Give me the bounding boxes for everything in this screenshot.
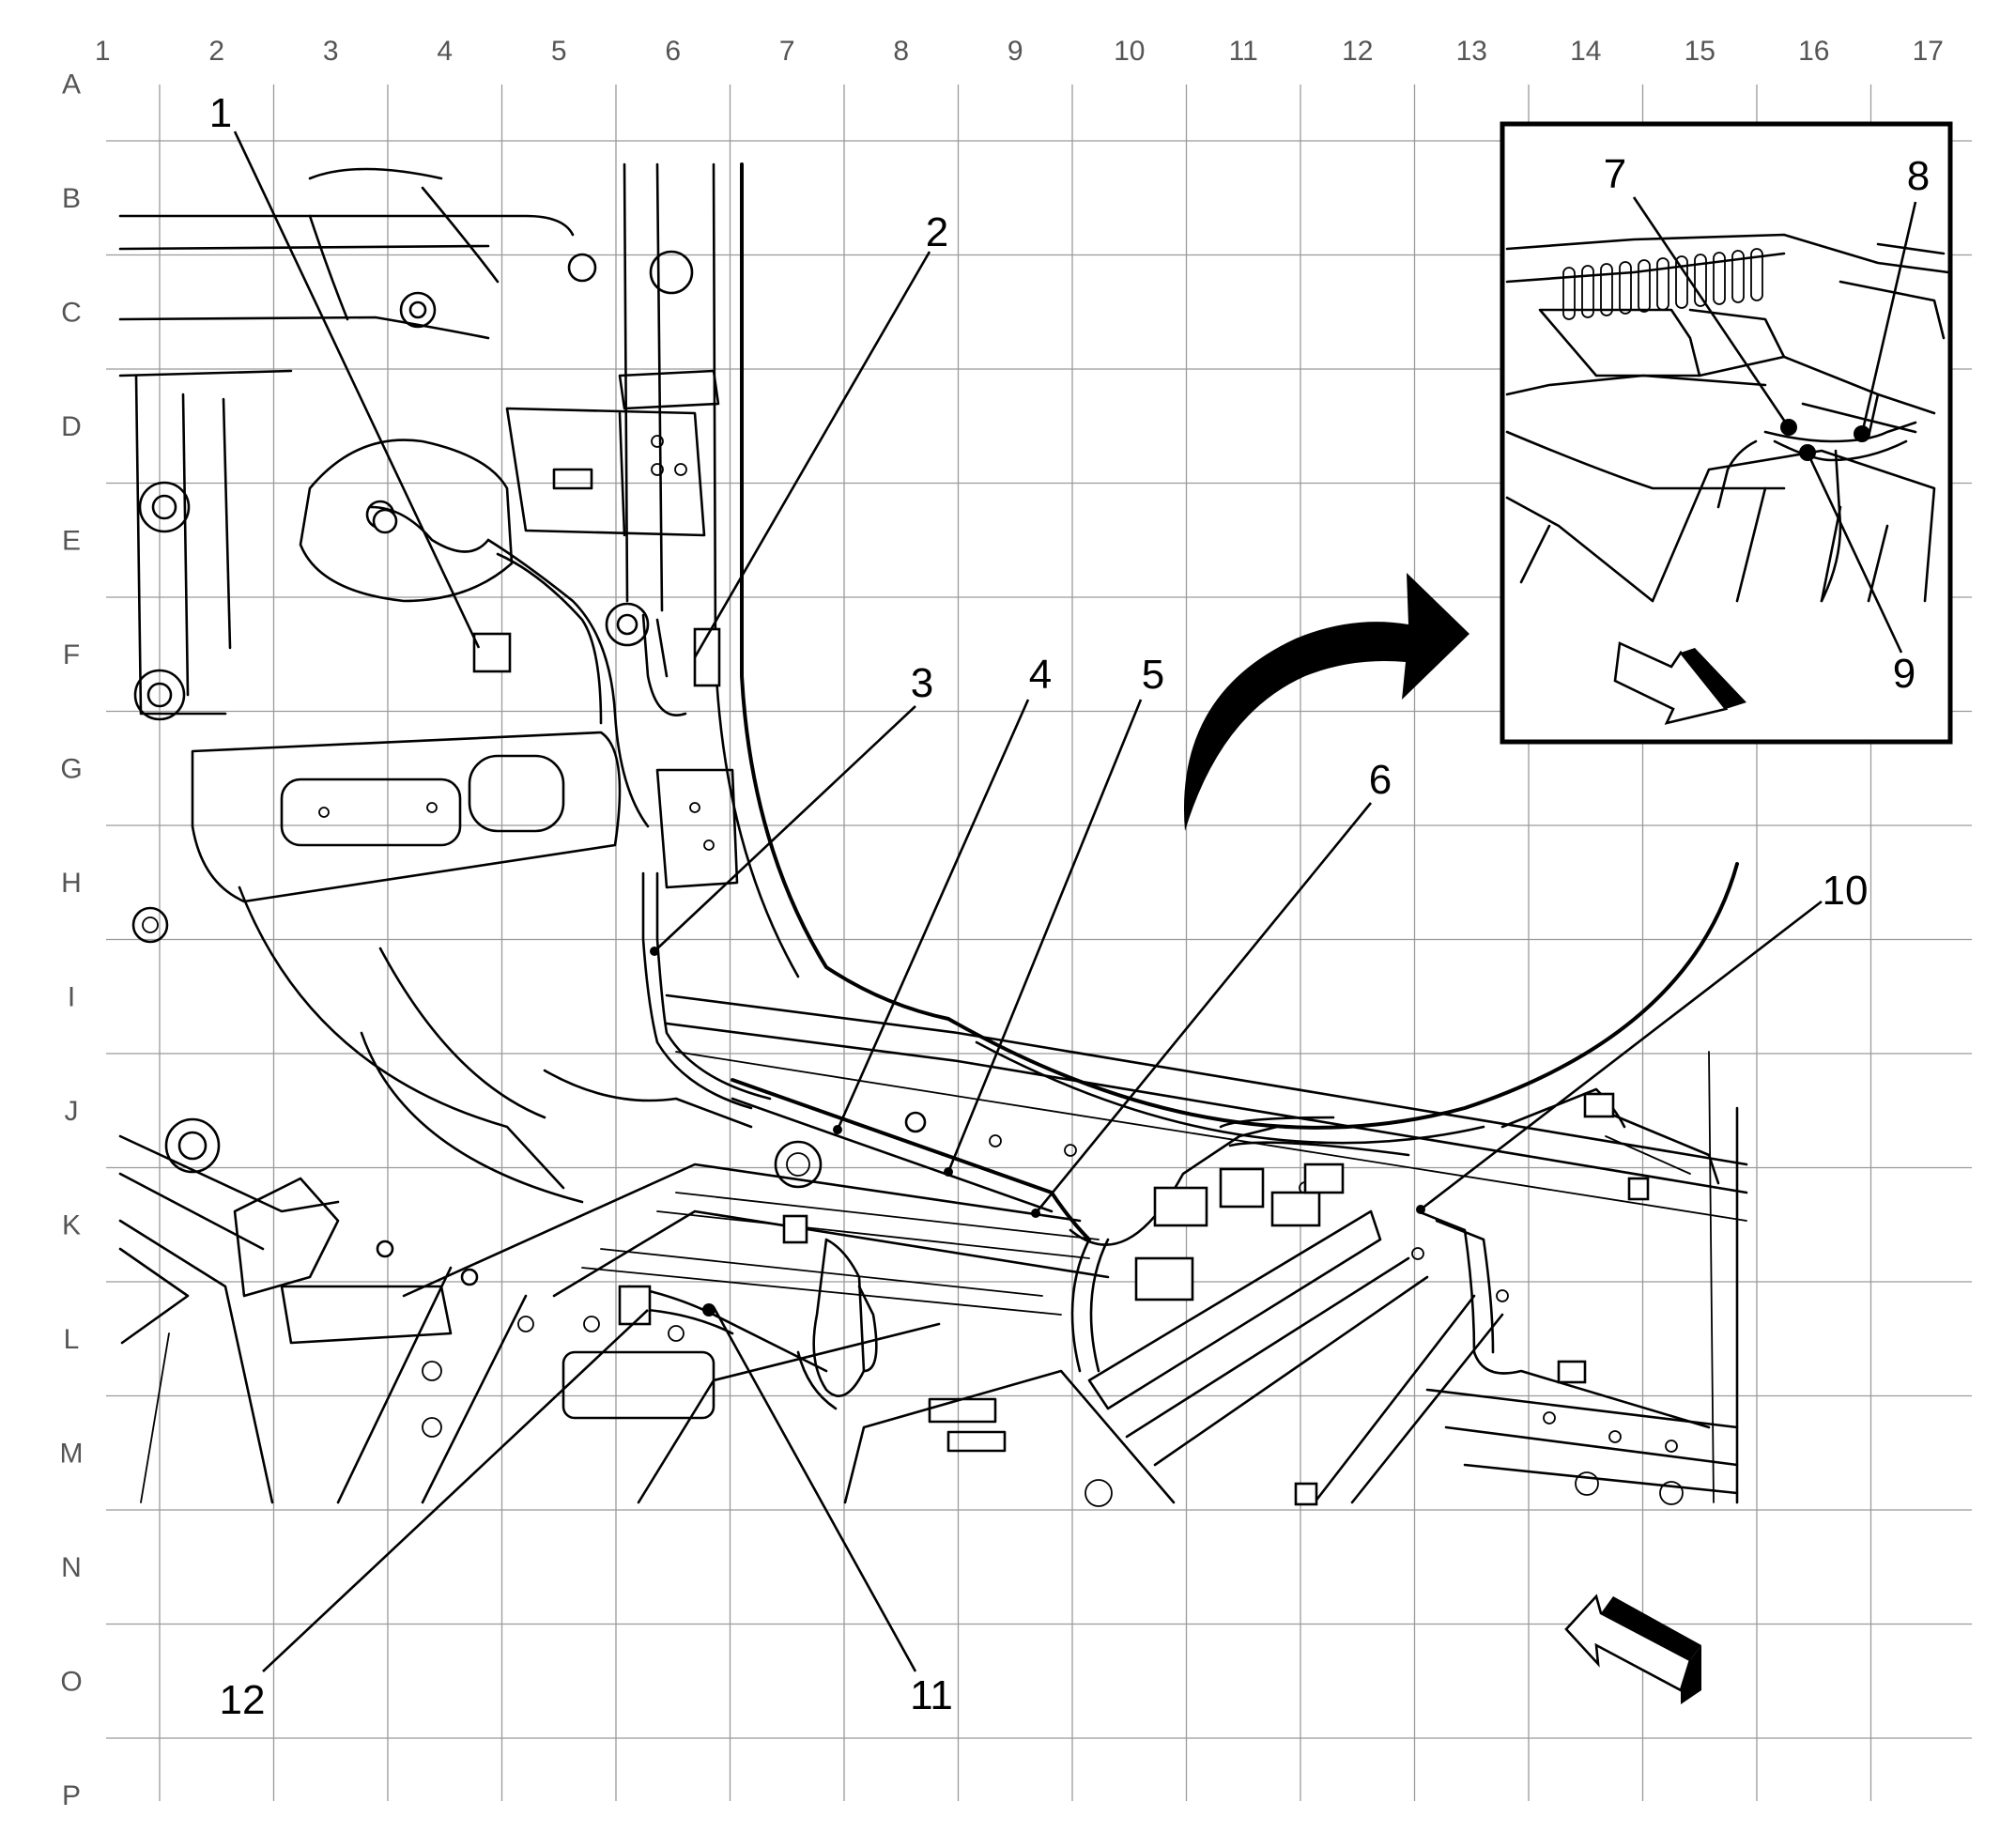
vehicle-body-drawing (118, 162, 1748, 1507)
grid-row-label: O (60, 1666, 82, 1697)
grid-row-label: F (63, 639, 80, 670)
grid-column-label: 17 (1913, 36, 1944, 67)
grid-column-label: 7 (779, 36, 795, 67)
callout-12: 12 (220, 1677, 266, 1723)
grid-row-label: N (61, 1552, 82, 1583)
grid-row-label: B (62, 183, 81, 214)
grid-column-label: 12 (1342, 36, 1373, 67)
grid-column-label: 15 (1685, 36, 1715, 67)
callout-1: 1 (209, 90, 232, 136)
callout-labels: 1 2 3 4 5 6 7 8 9 10 11 12 (209, 90, 1930, 1723)
callout-7: 7 (1604, 151, 1626, 197)
grid-column-label: 4 (437, 36, 453, 67)
grid-column-label: 16 (1798, 36, 1829, 67)
callout-8: 8 (1907, 153, 1930, 199)
callout-leaders (233, 131, 1917, 1672)
inset-louvre-slots (1562, 248, 1763, 320)
callout-2: 2 (926, 209, 948, 255)
grid-row-label: L (64, 1324, 80, 1355)
callout-10: 10 (1823, 868, 1869, 914)
grid-column-label: 14 (1570, 36, 1601, 67)
grid-row-label: E (62, 525, 81, 556)
grid-row-label: I (68, 981, 75, 1012)
wiring-harness (369, 505, 1711, 1429)
curved-arrow-icon (1183, 573, 1469, 831)
grid-column-label: 6 (665, 36, 681, 67)
grid-row-labels: A B C D E F G H I J K L M N O P (60, 69, 84, 1811)
grid-row-label: G (60, 753, 82, 784)
callout-3: 3 (911, 660, 933, 706)
view-direction-arrow-icon (1613, 641, 1729, 725)
callout-5: 5 (1142, 652, 1164, 698)
grid-column-label: 10 (1114, 36, 1145, 67)
grid-column-label: 13 (1456, 36, 1487, 67)
grid-column-label: 2 (208, 36, 224, 67)
callout-9: 9 (1893, 651, 1915, 697)
grid-column-label: 11 (1229, 36, 1258, 67)
grid-row-label: D (61, 411, 82, 442)
grid-column-label: 9 (1008, 36, 1023, 67)
grid-row-label: J (65, 1096, 79, 1127)
grid-row-label: H (61, 868, 82, 899)
grid-row-label: P (62, 1780, 81, 1811)
connectors (372, 508, 1650, 1506)
grid-column-label: 5 (551, 36, 567, 67)
grid-row-label: A (62, 69, 81, 100)
callout-11: 11 (910, 1672, 953, 1718)
view-direction-arrow-icon (1564, 1594, 1701, 1704)
grid-column-label: 3 (323, 36, 339, 67)
grid-row-label: M (60, 1438, 84, 1469)
grid-row-label: C (61, 297, 82, 328)
callout-4: 4 (1029, 652, 1052, 698)
grid-column-label: 8 (893, 36, 909, 67)
callout-6: 6 (1369, 757, 1392, 803)
inset-view (1500, 121, 1953, 745)
grid-row-label: K (62, 1209, 81, 1240)
reference-grid (106, 85, 1972, 1801)
grid-column-label: 1 (95, 36, 111, 67)
